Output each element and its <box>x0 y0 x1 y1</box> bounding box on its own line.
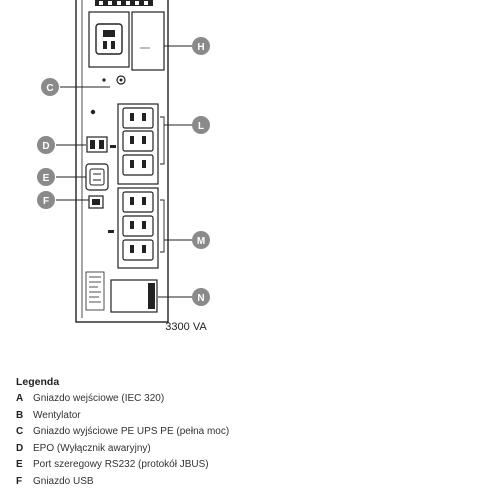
callout-label-m: M <box>197 236 205 247</box>
legend-text: EPO (Wyłącznik awaryjny) <box>33 442 151 454</box>
legend-key: E <box>16 459 23 471</box>
outlet-group-l <box>110 103 159 185</box>
ups-rear-panel-diagram: H C L D E F M N <box>37 0 210 323</box>
epo-connector <box>86 136 108 153</box>
callout-e: E <box>37 168 55 186</box>
outlet-group-m <box>108 187 159 269</box>
legend-item: C Gniazdo wyjściowe PE UPS PE (pełna moc) <box>16 424 486 441</box>
rs232-port <box>85 163 109 191</box>
legend-text: Port szeregowy RS232 (protokół JBUS) <box>33 459 209 471</box>
callout-c: C <box>41 78 59 96</box>
usb-port <box>88 195 104 209</box>
callout-n: N <box>192 288 210 306</box>
legend-item: E Port szeregowy RS232 (protokół JBUS) <box>16 457 486 474</box>
legend: Legenda A Gniazdo wejściowe (IEC 320) B We… <box>16 376 486 491</box>
leader-lines <box>56 45 192 298</box>
legend-text: Gniazdo USB <box>33 475 94 487</box>
callout-m: M <box>192 231 210 249</box>
callout-f: F <box>37 191 55 209</box>
top-vent-strip <box>95 0 153 6</box>
legend-key: D <box>16 442 24 454</box>
callout-label-n: N <box>197 293 204 304</box>
legend-text: Wentylator <box>33 409 81 421</box>
ground-dot <box>102 78 106 82</box>
legend-text: Gniazdo wejściowe (IEC 320) <box>33 393 165 404</box>
callout-d: D <box>37 136 55 154</box>
callout-label-d: D <box>42 141 49 152</box>
legend-item: B Wentylator <box>16 408 486 425</box>
legend-key: A <box>16 393 24 404</box>
battery-connector <box>110 279 158 313</box>
callout-h: H <box>192 37 210 55</box>
small-indicator <box>90 109 96 115</box>
rating-label <box>85 271 105 311</box>
legend-title: Legenda <box>16 376 60 388</box>
input-socket-block <box>88 11 130 68</box>
legend-key: F <box>16 475 23 487</box>
ground-screw-center <box>119 78 123 82</box>
legend-item: D EPO (Wyłącznik awaryjny) <box>16 441 486 458</box>
legend-item: A Gniazdo wejściowe (IEC 320) <box>16 391 486 408</box>
callout-l: L <box>192 116 210 134</box>
legend-key: B <box>16 409 24 421</box>
callout-label-e: E <box>43 173 50 184</box>
legend-key: C <box>16 426 24 438</box>
model-caption: 3300 VA <box>165 321 207 333</box>
callout-label-f: F <box>43 196 49 207</box>
legend-text: Gniazdo wyjściowe PE UPS PE (pełna moc) <box>33 426 230 438</box>
callout-label-l: L <box>198 121 204 132</box>
callout-label-h: H <box>197 42 204 53</box>
legend-item: F Gniazdo USB <box>16 474 486 491</box>
module-h-slot <box>131 11 165 71</box>
callout-label-c: C <box>46 83 53 94</box>
